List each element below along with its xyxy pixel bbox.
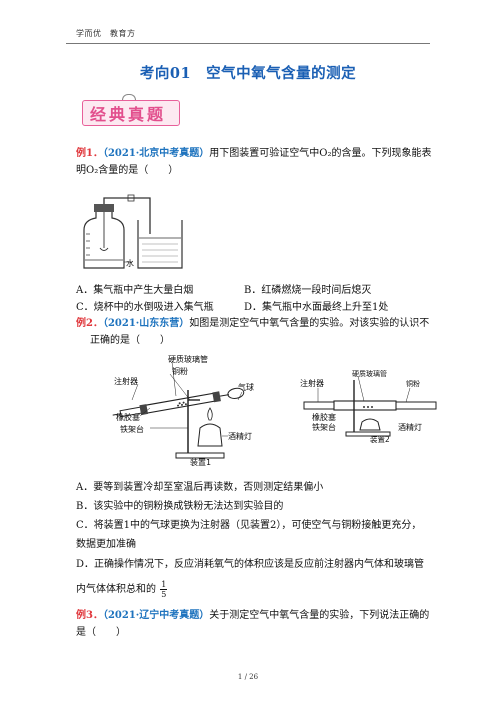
- page-header: 学而优 教育方: [76, 29, 136, 38]
- d1-label-stand: 铁架台: [120, 424, 144, 434]
- d2-label-copper: 铜粉: [406, 379, 420, 388]
- ex1-stem-line2: 明O₂含量的是（ ）: [76, 165, 179, 176]
- d2-label-tube: 硬质玻璃管: [352, 369, 387, 378]
- ex3-label: 例3．: [76, 610, 103, 621]
- ex1-option-b[interactable]: B．红磷燃烧一段时间后熄灭: [244, 285, 372, 296]
- d1-label-syringe: 注射器: [114, 376, 138, 386]
- ex2-stem-text1: 如图是测定空气中氧气含量的实验。对该实验的认识不: [189, 318, 430, 329]
- ex3-stem-text1: 关于测定空气中氧气含量的实验，下列说法正确的: [209, 610, 430, 621]
- ex1-gas-bottle: [83, 212, 125, 269]
- ex1-figure: 水: [83, 194, 183, 269]
- ex2-option-d[interactable]: D．正确操作情况下，反应消耗氧气的体积应该是反应前注射器内气体和玻璃管: [76, 559, 425, 570]
- ex2-option-c[interactable]: C．将装置1中的气球更换为注射器（见装置2），可使空气与铜粉接触更充分，: [76, 520, 422, 531]
- ex1-label: 例1．: [76, 148, 103, 159]
- section-banner: 经典真题: [82, 94, 180, 126]
- ex2-option-a[interactable]: A．要等到装置冷却至室温后再读数，否则测定结果偏小: [76, 482, 324, 493]
- ex2-option-c-cont: 数据更加准确: [76, 539, 136, 550]
- d1-glass-tube: [112, 387, 245, 418]
- d2-caption: 装置2: [370, 434, 390, 444]
- ex1-option-a[interactable]: A．集气瓶中产生大量白烟: [76, 285, 194, 296]
- ex3-source: （2021·辽宁中考真题）: [102, 610, 210, 621]
- d2-label-lamp: 酒精灯: [398, 422, 422, 432]
- ex2-stem-line1: 例2．（2021·山东东营）如图是测定空气中氧气含量的实验。对该实验的认识不: [76, 316, 436, 331]
- ex1-source: （2021·北京中考真题）: [102, 148, 210, 159]
- d2-label-syringe: 注射器: [300, 378, 324, 388]
- ex1-beaker: [137, 220, 183, 269]
- ex1-connecting-tube: [103, 197, 151, 234]
- d1-stand-base: [175, 452, 225, 459]
- d1-label-balloon: 气球: [238, 382, 254, 392]
- d1-label-tube: 硬质玻璃管: [168, 354, 208, 364]
- ex2-figure-device1: 硬质玻璃管 铜粉 注射器 气球 橡胶塞 铁架台 酒精灯 装置1: [112, 354, 254, 466]
- d1-lamp: [197, 423, 223, 447]
- ex2-source: （2021·山东东营）: [102, 318, 190, 329]
- d1-label-stopper: 橡胶塞: [116, 412, 140, 422]
- ex1-stopper: [94, 204, 114, 212]
- d2-glass-tube: [303, 400, 437, 411]
- d1-caption: 装置1: [190, 457, 211, 466]
- banner-text: 经典真题: [90, 105, 167, 124]
- d1-label-copper: 铜粉: [172, 366, 188, 376]
- page-title: 考向01 空气中氧气含量的测定: [139, 65, 357, 82]
- ex3-stem-line2: 是（ ）: [76, 627, 126, 638]
- ex2-option-b[interactable]: B．该实验中的铜粉换成铁粉无法达到实验目的: [76, 501, 284, 512]
- ex3-stem-line1: 例3．（2021·辽宁中考真题）关于测定空气中氧气含量的实验，下列说法正确的: [76, 608, 436, 623]
- ex2-figure-device2: 注射器 硬质玻璃管 铜粉 橡胶塞 铁架台 酒精灯 装置2: [300, 369, 437, 444]
- ex1-stem-line1: 例1．（2021·北京中考真题）用下图装置可验证空气中O₂的含量。下列现象能表: [76, 146, 436, 161]
- page-number: 1 / 26: [237, 673, 259, 681]
- d1-label-lamp: 酒精灯: [228, 431, 252, 441]
- ex1-clamp: [127, 194, 135, 202]
- ex2-option-d-cont: 内气体体积总和的 1 5: [76, 580, 168, 599]
- ex2-label: 例2．: [76, 318, 103, 329]
- ex1-scale-marks: [86, 233, 90, 256]
- d2-label-stopper: 橡胶塞: [312, 412, 336, 422]
- ex1-water-label: 水: [126, 258, 134, 268]
- ex1-stem-text1: 用下图装置可验证空气中O₂的含量。下列现象能表: [209, 148, 432, 159]
- fraction-denominator: 5: [161, 590, 167, 599]
- d2-lamp: [359, 418, 381, 431]
- banner-box: [82, 100, 180, 126]
- fraction-numerator: 1: [160, 580, 168, 590]
- clip-icon: [122, 94, 136, 104]
- ex2-option-d-tail: 内气体体积总和的: [76, 584, 156, 595]
- header-rule: [66, 43, 430, 44]
- ex2-stem-line2: 正确的是（ ）: [90, 335, 170, 346]
- d2-label-stand: 铁架台: [312, 422, 336, 432]
- ex1-option-c[interactable]: C．烧杯中的水倒吸进入集气瓶: [76, 302, 214, 313]
- ex1-option-d[interactable]: D．集气瓶中水面最终上升至1处: [244, 302, 389, 313]
- d2-stand-base: [345, 431, 391, 437]
- ex2-fraction: 1 5: [160, 580, 168, 599]
